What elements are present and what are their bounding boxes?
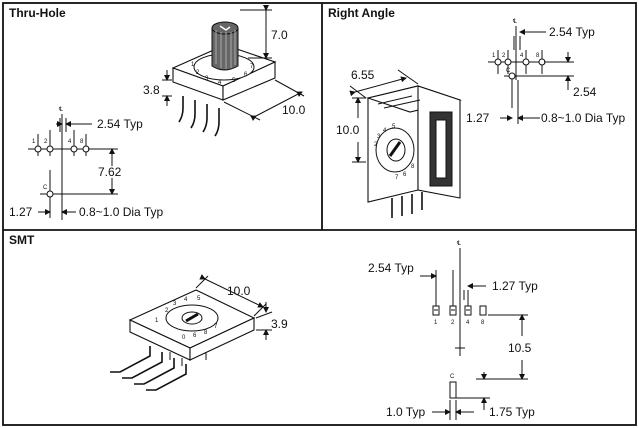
th-dial-digit: 2	[196, 70, 200, 76]
th-dim-width: 10.0	[282, 103, 306, 117]
smt-dim-pitch: 2.54 Typ	[368, 261, 414, 275]
title-smt: SMT	[9, 233, 35, 247]
ra-centerline-label: ℄	[512, 19, 517, 25]
th-dim-offset: 1.27	[9, 205, 33, 219]
ra-dim-hole: 0.8~1.0 Dia Typ	[541, 111, 625, 125]
smt-dim-pad-width: 1.0 Typ	[386, 405, 425, 419]
smt-dial-digit: 7	[214, 324, 218, 330]
smt-pad-layout	[420, 248, 528, 420]
smt-switch-drawing	[110, 289, 256, 391]
ra-pin-label: 8	[536, 53, 540, 59]
smt-dial-digit: 2	[165, 308, 169, 314]
smt-dim-offset: 1.27 Typ	[492, 279, 538, 293]
ra-pin-label: 2	[502, 53, 506, 59]
smt-dim-width: 10.0	[227, 284, 251, 298]
th-pin-layout	[28, 114, 118, 220]
ra-pin-layout	[488, 26, 574, 124]
ra-pin-label: 1	[492, 53, 496, 59]
th-dial-digit: 6	[244, 72, 248, 78]
ra-pin-label: 4	[520, 53, 524, 59]
smt-dial-digit: 0	[182, 335, 186, 341]
th-dim-hole: 0.8~1.0 Dia Typ	[79, 205, 163, 219]
smt-dial-digit: 3	[173, 301, 177, 307]
th-dim-pitch: 2.54 Typ	[97, 117, 143, 131]
th-dimension-lines	[162, 5, 305, 121]
ra-dial-digit: 4	[383, 128, 387, 134]
th-dial-digit: 3	[205, 76, 209, 82]
th-pin-label: 2	[44, 139, 48, 145]
th-dial-digit: 7	[250, 64, 254, 70]
smt-dial-digit: 5	[197, 296, 201, 302]
ra-dial-digit: 6	[403, 172, 407, 178]
ra-dial-digit: 5	[392, 124, 396, 130]
smt-pin-label: 4	[466, 320, 470, 326]
th-dial-digit: 4	[218, 80, 222, 86]
th-pin-label: C	[43, 185, 48, 191]
ra-dim-pitch: 2.54 Typ	[549, 25, 595, 39]
smt-dim-row-spacing: 10.5	[508, 341, 532, 355]
ra-dim-height: 10.0	[336, 123, 360, 137]
ra-dial-digit: 7	[395, 175, 399, 181]
ra-dim-offset: 1.27	[466, 111, 490, 125]
thru-hole-switch-drawing	[171, 21, 277, 137]
th-pin-label: 8	[80, 139, 84, 145]
smt-dimension-lines	[195, 274, 273, 340]
ra-dim-depth: 6.55	[351, 68, 375, 82]
smt-centerline-label: ℄	[456, 241, 461, 247]
th-dial-digit: 5	[232, 78, 236, 84]
smt-dial-digit: 1	[155, 318, 159, 324]
th-pin-label: 1	[32, 139, 36, 145]
th-centerline-label: ℄	[58, 107, 63, 113]
th-dial-digit: 1	[191, 62, 195, 68]
title-thru-hole: Thru-Hole	[9, 6, 66, 20]
ra-dimension-lines	[349, 69, 419, 163]
ra-dial-digit: 2	[374, 142, 378, 148]
th-dim-body-height: 3.8	[143, 83, 160, 97]
right-angle-switch-drawing	[366, 85, 462, 218]
smt-dim-height: 3.9	[271, 317, 288, 331]
ra-dial-digit: 3	[377, 134, 381, 140]
ra-dim-row-spacing: 2.54	[573, 85, 597, 99]
smt-pin-label: 2	[451, 320, 455, 326]
smt-pin-label: C	[450, 374, 455, 380]
ra-pin-label: C	[506, 68, 511, 74]
title-right-angle: Right Angle	[328, 6, 395, 20]
smt-pin-label: 8	[481, 320, 485, 326]
smt-dim-pad-length: 1.75 Typ	[489, 405, 535, 419]
th-dim-row-spacing: 7.62	[98, 165, 122, 179]
th-pin-label: 4	[68, 139, 72, 145]
smt-dial-digit: 8	[204, 330, 208, 336]
smt-dial-digit: 4	[184, 297, 188, 303]
smt-dial-digit: 6	[193, 333, 197, 339]
smt-pin-label: 1	[434, 320, 438, 326]
ra-dial-digit: 8	[411, 164, 415, 170]
th-dim-height: 7.0	[271, 28, 288, 42]
